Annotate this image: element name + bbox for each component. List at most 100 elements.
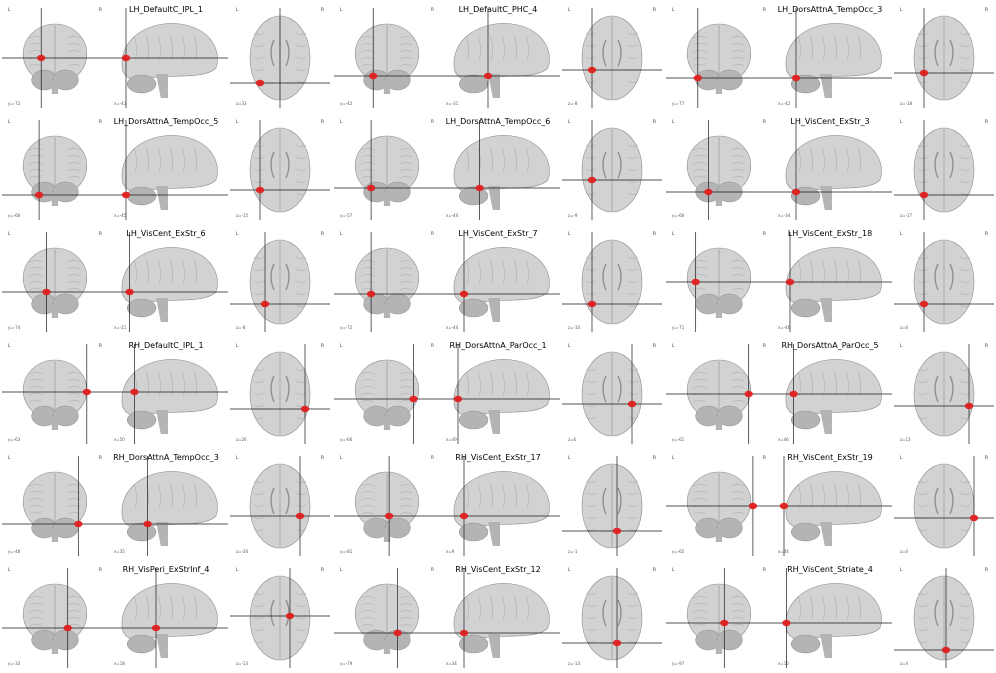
region-marker	[409, 395, 418, 403]
slice-coordinate: x=-44	[446, 325, 459, 330]
brain-slice-image	[894, 568, 994, 668]
slice-coordinate: z=-8	[236, 325, 246, 330]
left-orientation-label: L	[568, 120, 571, 125]
right-orientation-label: R	[652, 456, 656, 461]
slice-coordinate: y=-77	[672, 101, 685, 106]
brain-slice-image	[772, 456, 892, 556]
brain-slice-image	[230, 8, 330, 108]
panel-title: RH_VisCent_ExStr_17	[455, 453, 541, 462]
left-orientation-label: L	[672, 568, 675, 573]
left-orientation-label: L	[672, 344, 675, 349]
left-orientation-label: L	[340, 568, 343, 573]
slice-coordinate: y=-66	[672, 213, 685, 218]
region-marker	[475, 184, 484, 192]
brain-slice-image	[562, 8, 662, 108]
region-marker	[627, 400, 637, 408]
left-orientation-label: L	[568, 456, 571, 461]
right-orientation-label: R	[652, 8, 656, 13]
right-orientation-label: R	[762, 232, 766, 237]
slice-coordinate: y=-63	[8, 437, 21, 442]
slice-coordinate: x=-21	[114, 325, 127, 330]
region-marker	[366, 184, 376, 192]
region-marker	[393, 629, 402, 637]
panel-title: LH_DefaultC_IPL_1	[128, 5, 204, 14]
region-marker	[459, 629, 469, 637]
region-marker	[587, 66, 597, 74]
right-orientation-label: R	[984, 344, 988, 349]
sagittal-view: x=-34	[772, 120, 892, 220]
sagittal-view: x=-31	[440, 8, 560, 108]
slice-coordinate: x=-42	[778, 101, 791, 106]
slice-coordinate: z=-15	[236, 213, 248, 218]
right-orientation-label: R	[320, 120, 324, 125]
slice-coordinate: z=-1	[568, 549, 578, 554]
region-marker	[919, 191, 929, 199]
brain-slice-image	[666, 456, 772, 556]
brain-slice-image	[894, 120, 994, 220]
brain-slice-image	[334, 232, 440, 332]
brain-slice-image	[772, 120, 892, 220]
slice-coordinate: y=-81	[340, 549, 353, 554]
left-orientation-label: L	[672, 120, 675, 125]
region-marker	[285, 612, 295, 620]
right-orientation-label: R	[430, 344, 434, 349]
right-orientation-label: R	[652, 120, 656, 125]
panel-title: LH_DorsAttnA_TempOcc_6	[445, 117, 551, 126]
region-marker	[969, 514, 979, 522]
right-orientation-label: R	[430, 232, 434, 237]
right-orientation-label: R	[984, 8, 988, 13]
slice-coordinate: x=46	[778, 437, 789, 442]
panel-title: RH_VisCent_ExStr_12	[455, 565, 541, 574]
right-orientation-label: R	[98, 344, 102, 349]
brain-slice-image	[666, 344, 772, 444]
left-orientation-label: L	[340, 232, 343, 237]
panel-title: LH_VisCent_ExStr_7	[458, 229, 538, 238]
region-marker	[785, 278, 795, 286]
left-orientation-label: L	[236, 456, 239, 461]
region-marker	[691, 278, 700, 286]
sagittal-view: x=-44	[440, 232, 560, 332]
slice-coordinate: z=33	[236, 101, 247, 106]
brain-slice-image	[440, 456, 560, 556]
slice-coordinate: x=-44	[446, 213, 459, 218]
left-orientation-label: L	[340, 344, 343, 349]
left-orientation-label: L	[568, 568, 571, 573]
sagittal-view: x=50	[108, 344, 228, 444]
left-orientation-label: L	[340, 456, 343, 461]
slice-coordinate: x=-45	[114, 213, 127, 218]
right-orientation-label: R	[98, 568, 102, 573]
left-orientation-label: L	[568, 8, 571, 13]
slice-coordinate: x=-31	[446, 101, 459, 106]
region-marker	[143, 520, 152, 528]
slice-coordinate: z=-26	[236, 549, 248, 554]
region-marker	[82, 388, 92, 396]
right-orientation-label: R	[98, 232, 102, 237]
region-marker	[34, 191, 44, 199]
brain-slice-image	[440, 8, 560, 108]
brain-slice-image	[440, 120, 560, 220]
brain-slice-image	[334, 8, 440, 108]
slice-coordinate: y=-48	[8, 549, 21, 554]
left-orientation-label: L	[900, 456, 903, 461]
brain-slice-image	[2, 232, 108, 332]
panel-title: RH_DefaultC_IPL_1	[128, 341, 204, 350]
right-orientation-label: R	[762, 120, 766, 125]
panel-title: LH_DefaultC_PHC_4	[458, 5, 538, 14]
slice-coordinate: z=0	[900, 549, 908, 554]
brain-slice-image	[562, 232, 662, 332]
slice-coordinate: y=-74	[8, 325, 21, 330]
left-orientation-label: L	[900, 344, 903, 349]
